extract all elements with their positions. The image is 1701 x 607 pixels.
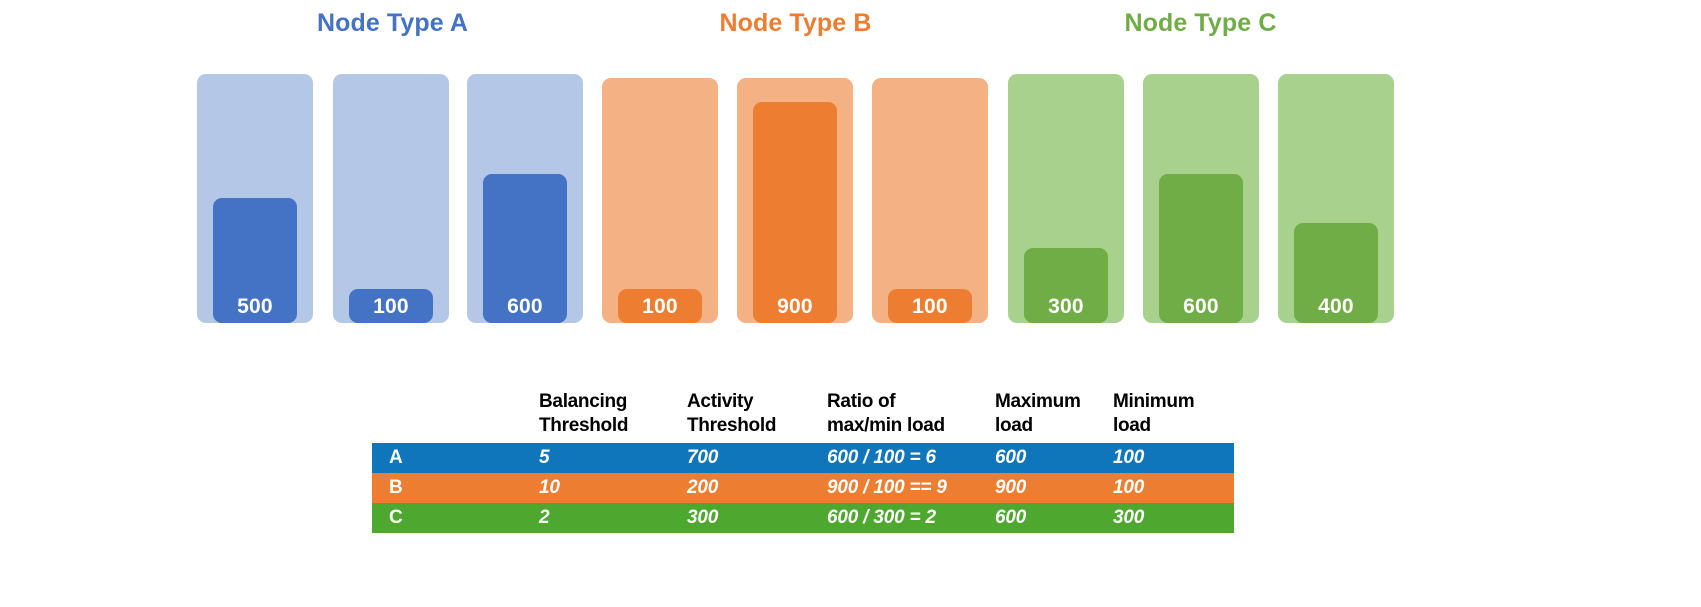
header-maximum-load-line2: load xyxy=(995,415,1033,437)
cell-balancing-threshold: 2 xyxy=(522,502,670,533)
header-activity-threshold: Activity Threshold xyxy=(670,390,810,443)
cell-ratio: 600 / 100 = 6 xyxy=(810,442,978,473)
bar-slot[interactable]: 300 xyxy=(1008,74,1124,323)
summary-table-wrapper: Balancing Threshold Activity Threshold R… xyxy=(372,390,1234,533)
bar-load-fill[interactable]: 600 xyxy=(483,174,567,323)
bar-value-label: 900 xyxy=(777,295,813,318)
group-title-row: Node Type A Node Type B Node Type C xyxy=(0,0,1701,50)
header-activity-threshold-line2: Threshold xyxy=(687,415,777,437)
bar-load-fill[interactable]: 400 xyxy=(1294,223,1378,323)
cell-activity-threshold: 700 xyxy=(670,442,810,473)
bar-value-label: 600 xyxy=(1183,295,1219,318)
group-title-node-type-c: Node Type C xyxy=(1124,9,1277,37)
bar-value-label: 500 xyxy=(237,295,273,318)
bar-slot[interactable]: 100 xyxy=(333,74,449,323)
summary-table-body: A 5 700 600 / 100 = 6 600 100 B 10 200 9… xyxy=(372,442,1234,533)
header-minimum-load-line2: load xyxy=(1113,415,1151,437)
cell-node-type: C xyxy=(372,502,522,533)
header-activity-threshold-line1: Activity xyxy=(687,391,754,412)
summary-table: Balancing Threshold Activity Threshold R… xyxy=(372,390,1234,533)
header-ratio-line2: max/min load xyxy=(827,415,945,437)
group-title-node-type-b: Node Type B xyxy=(719,9,872,37)
bar-capacity-track xyxy=(872,78,988,323)
cell-balancing-threshold: 5 xyxy=(522,442,670,473)
cell-ratio: 900 / 100 == 9 xyxy=(810,472,978,503)
header-balancing-threshold-line1: Balancing xyxy=(539,391,628,412)
cell-minimum-load: 100 xyxy=(1096,472,1234,503)
bar-slot[interactable]: 500 xyxy=(197,74,313,323)
bar-load-fill[interactable]: 600 xyxy=(1159,174,1243,323)
cell-maximum-load: 900 xyxy=(978,472,1096,503)
cell-maximum-load: 600 xyxy=(978,442,1096,473)
cell-activity-threshold: 300 xyxy=(670,502,810,533)
table-row: A 5 700 600 / 100 = 6 600 100 xyxy=(372,442,1234,473)
cell-balancing-threshold: 10 xyxy=(522,472,670,503)
cell-ratio: 600 / 300 = 2 xyxy=(810,502,978,533)
header-ratio-line1: Ratio of xyxy=(827,391,896,412)
bar-value-label: 100 xyxy=(642,295,678,318)
header-maximum-load-line1: Maximum xyxy=(995,391,1081,412)
bar-load-fill[interactable]: 100 xyxy=(618,289,702,323)
summary-table-head: Balancing Threshold Activity Threshold R… xyxy=(372,390,1234,443)
group-title-node-type-a: Node Type A xyxy=(316,9,469,37)
bar-slot[interactable]: 600 xyxy=(1143,74,1259,323)
header-ratio-max-min-load: Ratio of max/min load xyxy=(810,390,978,443)
bar-slot[interactable]: 600 xyxy=(467,74,583,323)
table-header-row: Balancing Threshold Activity Threshold R… xyxy=(372,390,1234,443)
header-minimum-load-line1: Minimum xyxy=(1113,391,1195,412)
bar-value-label: 600 xyxy=(507,295,543,318)
bar-value-label: 300 xyxy=(1048,295,1084,318)
bar-value-label: 100 xyxy=(373,295,409,318)
cell-maximum-load: 600 xyxy=(978,502,1096,533)
header-node-type xyxy=(372,390,522,443)
node-load-chart: 500 100 600 100 900 100 300 600 400 xyxy=(0,60,1701,335)
cell-minimum-load: 100 xyxy=(1096,442,1234,473)
bar-slot[interactable]: 100 xyxy=(872,78,988,323)
bar-load-fill[interactable]: 500 xyxy=(213,198,297,323)
bar-load-fill[interactable]: 900 xyxy=(753,102,837,323)
bar-capacity-track xyxy=(602,78,718,323)
cell-activity-threshold: 200 xyxy=(670,472,810,503)
cell-node-type: B xyxy=(372,472,522,503)
header-balancing-threshold-line2: Threshold xyxy=(539,415,629,437)
bar-value-label: 100 xyxy=(912,295,948,318)
bar-slot[interactable]: 400 xyxy=(1278,74,1394,323)
header-maximum-load: Maximum load xyxy=(978,390,1096,443)
bar-slot[interactable]: 900 xyxy=(737,78,853,323)
bar-load-fill[interactable]: 100 xyxy=(888,289,972,323)
bar-load-fill[interactable]: 300 xyxy=(1024,248,1108,323)
bar-load-fill[interactable]: 100 xyxy=(349,289,433,323)
header-balancing-threshold: Balancing Threshold xyxy=(522,390,670,443)
header-minimum-load: Minimum load xyxy=(1096,390,1234,443)
table-row: B 10 200 900 / 100 == 9 900 100 xyxy=(372,472,1234,503)
bar-value-label: 400 xyxy=(1318,295,1354,318)
bar-capacity-track xyxy=(333,74,449,323)
cell-node-type: A xyxy=(372,442,522,473)
bar-slot[interactable]: 100 xyxy=(602,78,718,323)
cell-minimum-load: 300 xyxy=(1096,502,1234,533)
table-row: C 2 300 600 / 300 = 2 600 300 xyxy=(372,502,1234,533)
